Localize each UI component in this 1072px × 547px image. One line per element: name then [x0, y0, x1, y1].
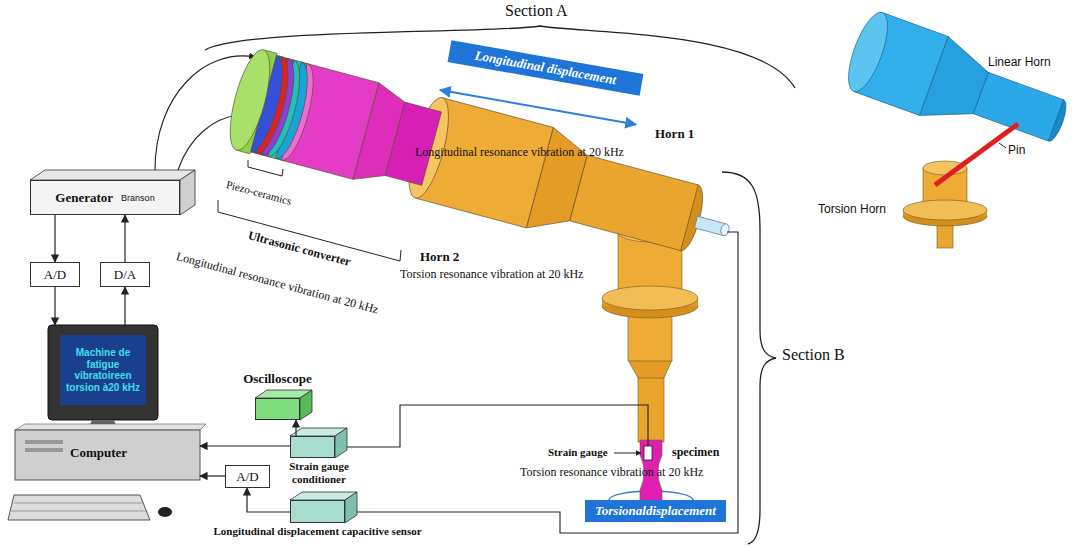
part-label: Linear Horn — [988, 56, 1051, 70]
node-text: Longitudinal displacement capacitive sen… — [213, 525, 421, 537]
computer-illustration — [8, 325, 206, 520]
leader-arrow — [614, 453, 641, 454]
node-text: Strain gauge conditioner — [283, 460, 355, 485]
conditioner-box: Strain gauge conditioner — [290, 436, 335, 458]
leader-line — [999, 143, 1006, 148]
box-faces — [30, 170, 357, 523]
section-label: Section B — [782, 346, 845, 364]
section-label: Section A — [505, 2, 568, 20]
part-label: Horn 1 — [655, 127, 694, 142]
signal-wire — [357, 232, 738, 533]
node-text: Oscilloscope — [243, 371, 312, 387]
node-text: Generator — [55, 190, 113, 206]
vibration-note: Torsion resonance vibration at 20 kHz — [400, 268, 583, 282]
node-text: Branson — [121, 193, 155, 203]
node-text: Computer — [70, 445, 127, 461]
box-top-face — [30, 170, 195, 180]
signal-connector — [200, 475, 225, 476]
node-text: Torsionaldisplacement — [595, 503, 716, 519]
signal-connector — [247, 488, 290, 512]
pin-detail — [935, 124, 1018, 185]
vibration-note: Longitudinal resonance vibration at 20 k… — [415, 146, 624, 160]
torsion-horn-detail — [903, 161, 987, 248]
part-label: Torsion Horn — [818, 203, 886, 217]
part-label: Ultrasonic converter — [246, 229, 352, 270]
part-label: Strain gauge — [548, 446, 608, 459]
node-text: Longitudinal displacement — [474, 48, 618, 89]
part-label: Horn 2 — [420, 250, 459, 265]
section-brace — [722, 172, 776, 544]
signal-connector — [54, 287, 55, 325]
box-side-face — [300, 390, 312, 420]
signal-connector — [200, 445, 290, 446]
part-label: Pin — [1008, 144, 1025, 158]
oscilloscope-box: Oscilloscope — [255, 398, 300, 420]
part-label: Piezo-ceramics — [225, 178, 293, 208]
converter-box: D/A — [100, 262, 150, 287]
linear-horn-detail — [840, 8, 1072, 163]
box-side-face — [180, 170, 195, 215]
signal-connector — [295, 420, 296, 436]
signal-connector — [124, 215, 125, 262]
signal-connector — [124, 287, 125, 325]
node-text: Machine de fatigue vibratoireen torsion … — [60, 335, 146, 405]
vibration-note: Torsion resonance vibration at 20 kHz — [520, 466, 703, 480]
displacement-band: Torsionaldisplacement — [585, 500, 726, 522]
bracket — [248, 160, 283, 176]
signal-wire — [178, 115, 238, 170]
part-label: specimen — [672, 446, 719, 460]
node-text: D/A — [114, 267, 136, 283]
pin — [694, 216, 730, 236]
box-side-face — [345, 492, 357, 523]
signal-connector — [54, 215, 55, 262]
converter-box: A/D — [225, 465, 270, 488]
converter-box: A/D — [30, 262, 80, 287]
node-text: A/D — [44, 267, 66, 283]
generator-box: Generator Branson — [30, 180, 180, 215]
signal-wire — [347, 405, 648, 447]
node-text: A/D — [236, 469, 258, 485]
displacement-band: Longitudinal displacement — [448, 40, 644, 96]
computer: Machine de fatigue vibratoireen torsion … — [15, 325, 200, 482]
sensor-box: Longitudinal displacement capacitive sen… — [290, 500, 345, 523]
box-side-face — [335, 428, 347, 458]
